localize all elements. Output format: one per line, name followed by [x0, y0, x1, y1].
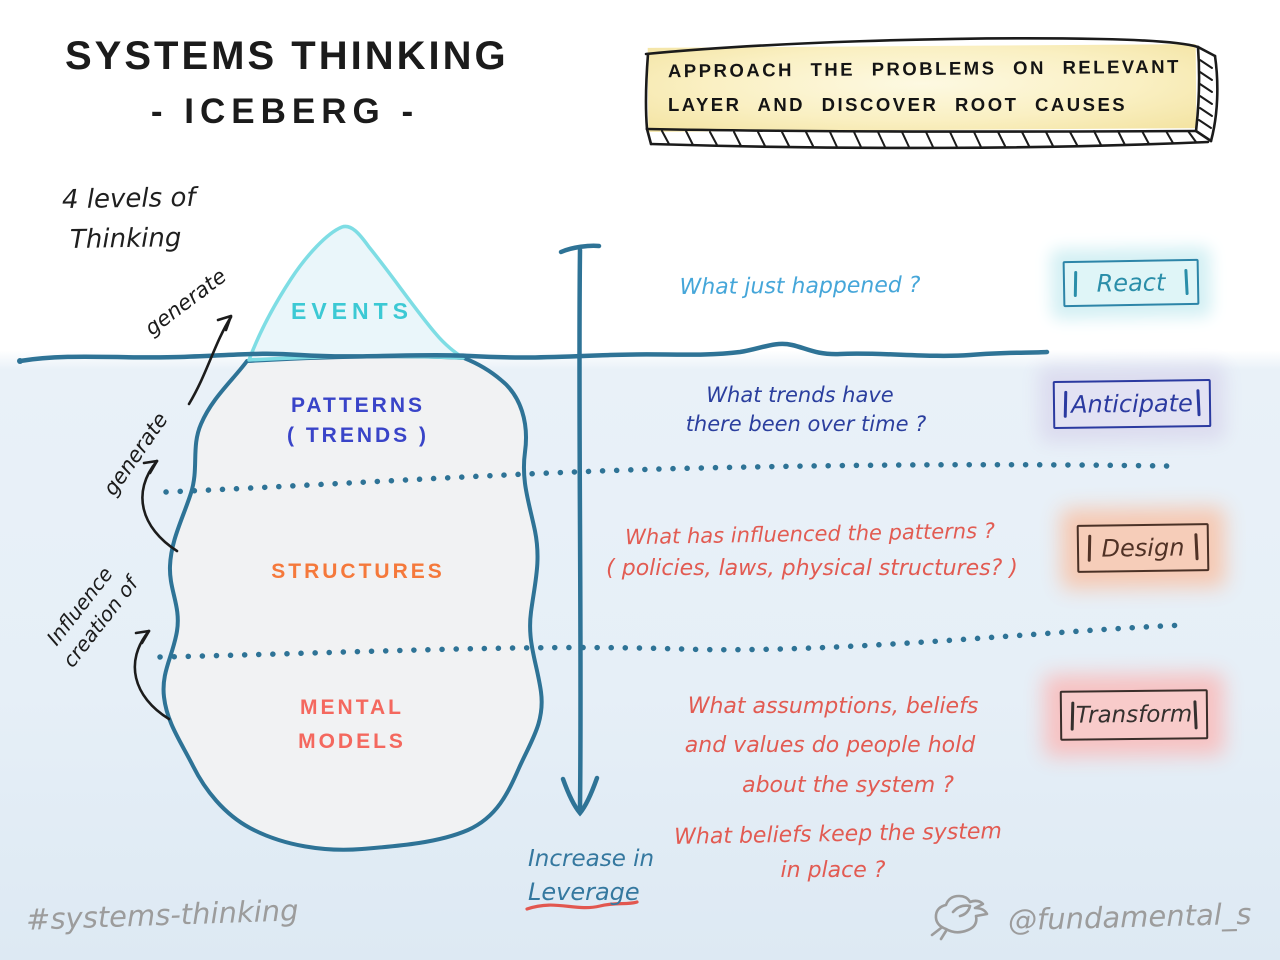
leverage-arrow: [558, 243, 602, 817]
tag-react: React: [1062, 258, 1200, 308]
dotted-line-patterns-structures: [163, 461, 1171, 495]
question-mental-line2: and values do people hold: [684, 733, 976, 758]
tag-anticipate: Anticipate: [1052, 379, 1212, 429]
question-beliefs-line2: in place ?: [780, 858, 886, 883]
level-structures-label: STRUCTURES: [271, 560, 445, 583]
banner-text-line2: LAYER AND DISCOVER ROOT CAUSES: [668, 94, 1128, 115]
page-title-line1: SYSTEMS THINKING: [65, 34, 509, 78]
question-events: What just happened ?: [679, 272, 921, 301]
question-structures-line2: ( policies, laws, physical structures? ): [606, 556, 1018, 581]
page-title-line2: - ICEBERG -: [150, 92, 420, 131]
question-patterns-line1: What trends have: [706, 383, 894, 407]
leverage-caption-line1: Increase in: [528, 846, 655, 872]
twitter-handle-label: @fundamental_s: [1007, 896, 1252, 938]
levels-caption-line2: Thinking: [69, 223, 182, 255]
tag-design: Design: [1076, 523, 1210, 573]
iceberg-tip-shape: [247, 224, 465, 362]
level-mental-label-line2: MODELS: [298, 730, 406, 753]
question-mental-line3: about the system ?: [742, 773, 954, 798]
level-events-label: EVENTS: [290, 298, 414, 324]
level-mental-label-line1: MENTAL: [300, 696, 404, 719]
twitter-bird-icon: [930, 894, 989, 941]
level-patterns-label: PATTERNS: [290, 394, 426, 417]
generate-arrow-top: [187, 314, 233, 406]
question-patterns-line2: there been over time ?: [685, 412, 927, 436]
tag-transform: Transform: [1059, 689, 1209, 741]
question-mental-line1: What assumptions, beliefs: [687, 694, 979, 719]
influence-arrow: [133, 629, 171, 721]
levels-caption-line1: 4 levels of: [61, 182, 196, 216]
leverage-underline: [525, 900, 639, 911]
level-patterns-sublabel: ( TRENDS ): [287, 424, 429, 447]
water-line: [17, 341, 1050, 364]
banner-text-line1: APPROACH THE PROBLEMS ON RELEVANT: [667, 55, 1181, 82]
banner-frame: [644, 37, 1219, 150]
dotted-line-structures-mental: [157, 622, 1188, 660]
leverage-caption-line2: Leverage: [528, 878, 640, 906]
generate-arrow-mid: [141, 459, 179, 553]
